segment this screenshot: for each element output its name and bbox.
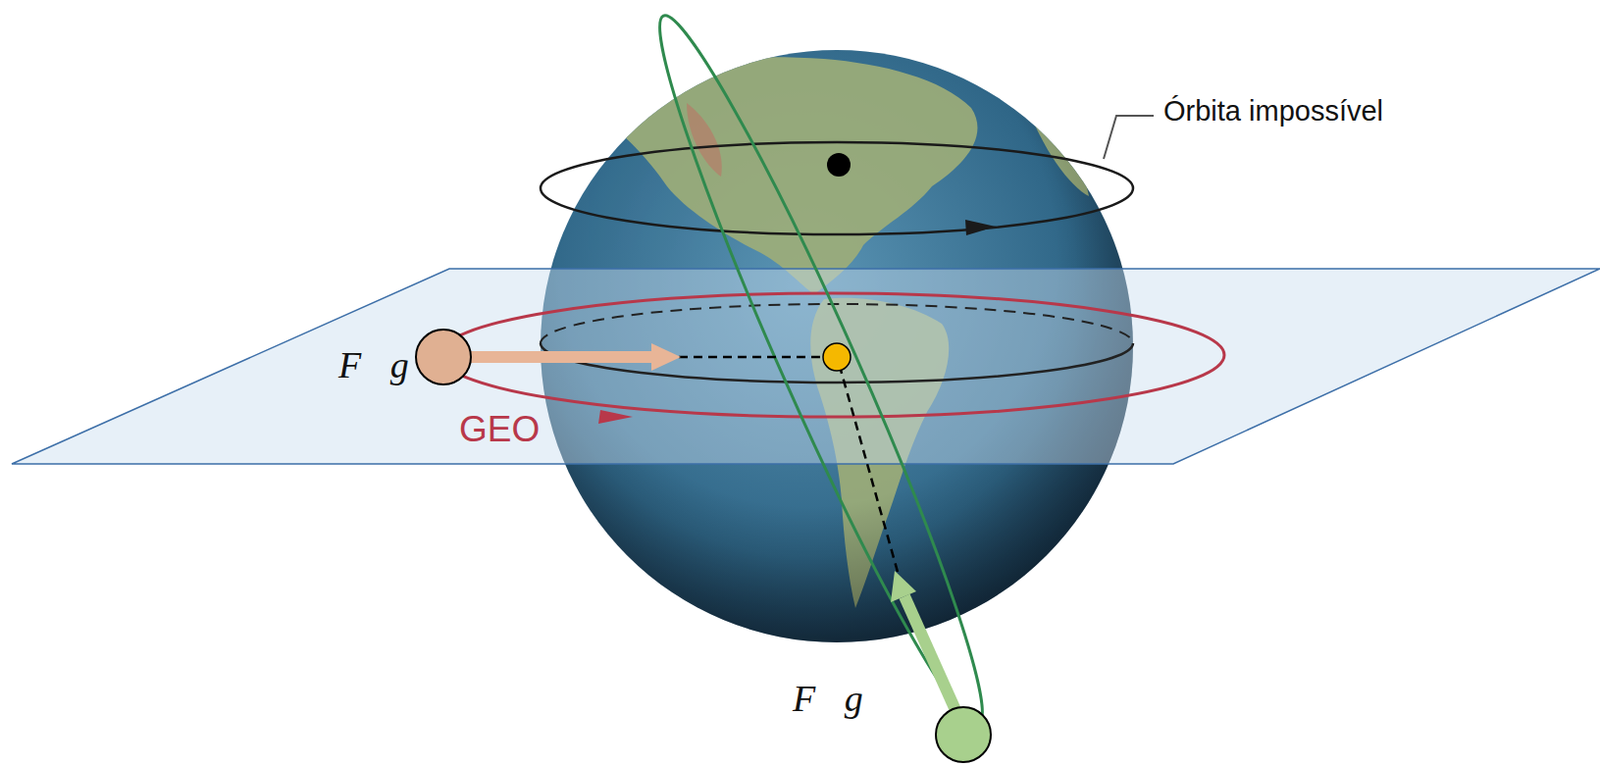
impossible-orbit [540,142,1134,235]
orbit-arrow [965,219,996,236]
force-label: F⃗g [338,345,410,387]
orbit-label: GEO [459,410,540,451]
equator-back [540,304,1134,344]
orbit-label: Órbita impossível [1163,96,1384,128]
geo-orbit [439,293,1225,417]
inclined-orbit [629,0,1014,740]
force-label: F⃗g [792,678,864,721]
equatorial-plane [11,268,1600,465]
orbit-arrow [598,410,633,424]
satellite [415,329,471,385]
orbit-center-dot [826,153,851,177]
leader-line [1103,115,1154,159]
force-arrow [904,596,956,711]
satellite [935,707,991,763]
force-arrow [468,351,656,363]
earth-center-dot [823,343,851,371]
